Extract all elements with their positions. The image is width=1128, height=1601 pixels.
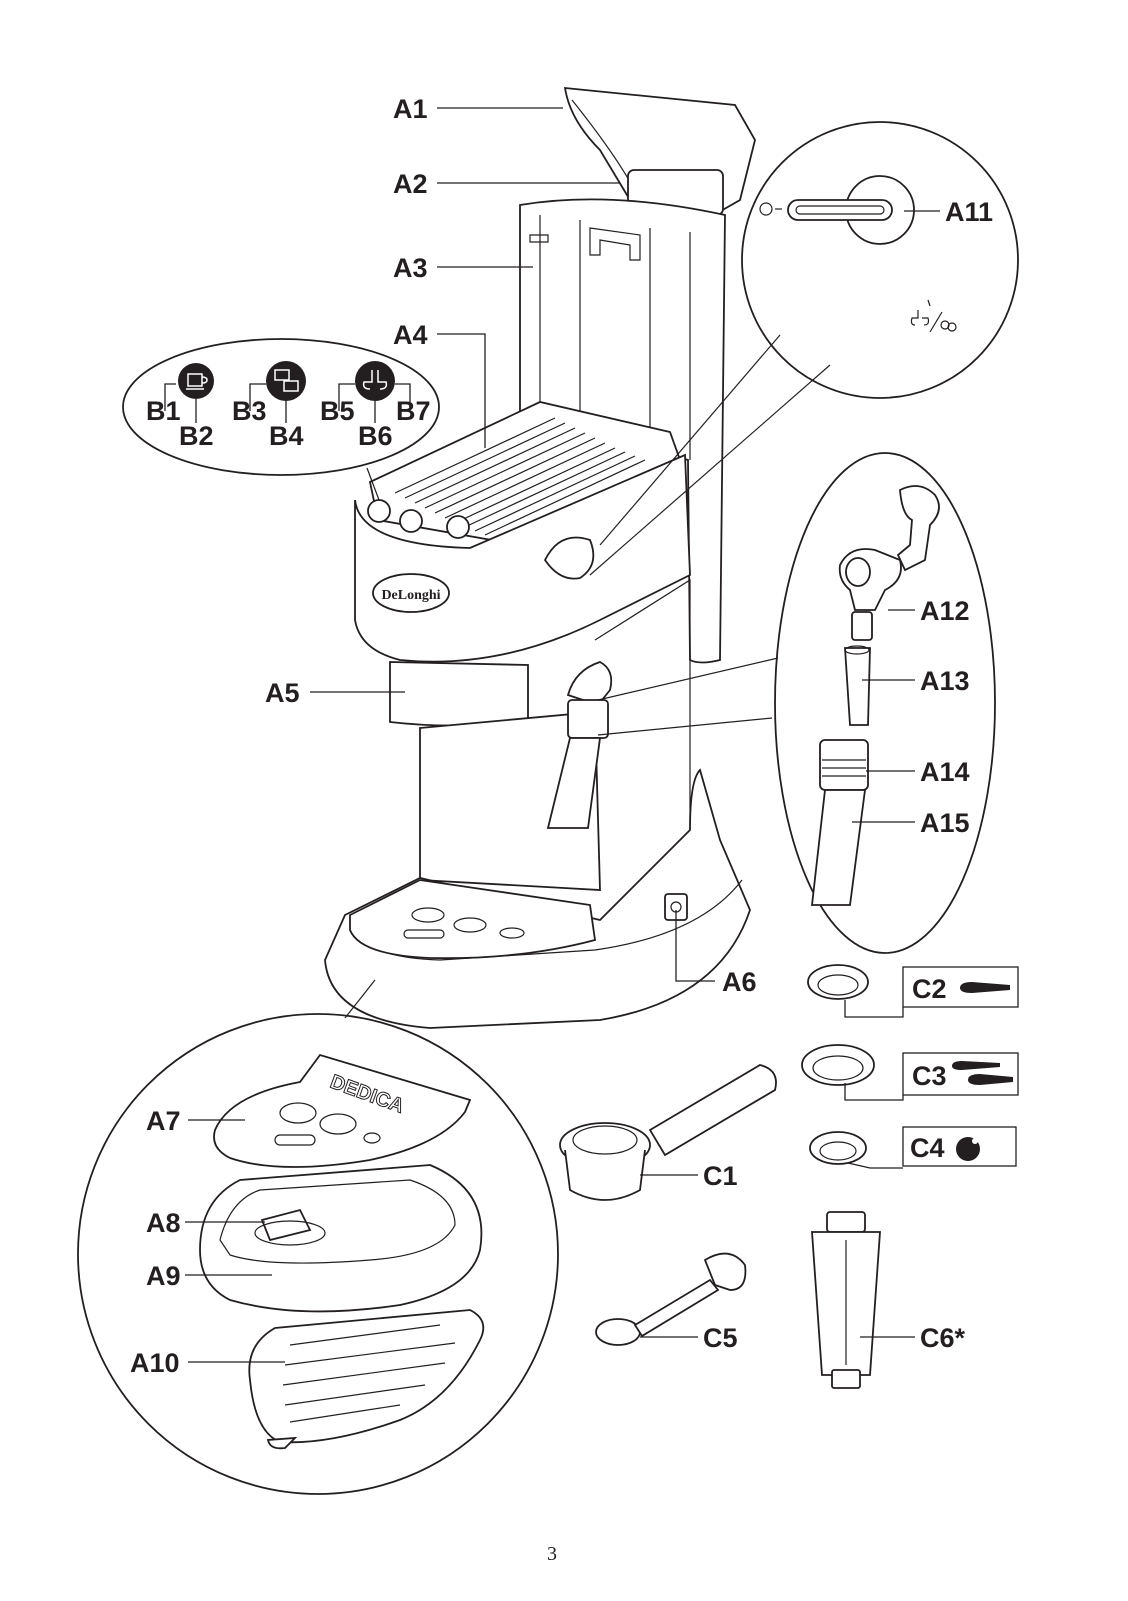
steam-wand-callout	[597, 452, 996, 954]
label-C4: C4	[910, 1133, 945, 1163]
label-B4: B4	[269, 421, 304, 451]
label-A1: A1	[393, 94, 428, 124]
coffee-scoop-icon	[960, 982, 1010, 993]
label-C3: C3	[912, 1061, 947, 1091]
label-B1: B1	[146, 396, 181, 426]
label-B5: B5	[320, 396, 355, 426]
cup-tray-grille	[394, 417, 646, 536]
brand-logo: DeLonghi	[381, 588, 440, 603]
page-number: 3	[547, 1543, 557, 1565]
steam-icon	[355, 361, 395, 401]
label-A2: A2	[393, 169, 428, 199]
filter-one-cup	[807, 964, 869, 1000]
espresso-machine-illustration: DeLonghi	[324, 86, 756, 1029]
label-A14: A14	[920, 757, 970, 787]
steam-hot-water-icon	[910, 299, 957, 333]
label-A6: A6	[722, 967, 757, 997]
label-A4: A4	[393, 320, 428, 350]
steam-knob-callout	[589, 121, 1019, 576]
label-B7: B7	[396, 396, 431, 426]
label-A11: A11	[945, 197, 993, 227]
drip-tray-callout: DEDICA	[77, 979, 559, 1495]
c2-label-box	[902, 966, 1019, 1008]
c3-label-box	[902, 1052, 1019, 1096]
label-A3: A3	[393, 253, 428, 283]
label-B2: B2	[179, 421, 214, 451]
label-A9: A9	[146, 1261, 181, 1291]
filter-two-cups	[801, 1044, 875, 1086]
label-A15: A15	[920, 808, 970, 838]
part-labels: A1 A2 A3 A4 A5 A6 A7 A8 A9 A10 A11 A12 A…	[130, 94, 993, 1378]
measuring-scoop-tamper	[595, 1252, 747, 1346]
label-A7: A7	[146, 1106, 181, 1136]
label-C6: C6*	[920, 1323, 966, 1353]
portafilter	[559, 1064, 777, 1201]
leader-lines	[185, 107, 940, 1363]
c4-label-box	[902, 1126, 1017, 1167]
label-A10: A10	[130, 1348, 180, 1378]
label-C2: C2	[912, 974, 947, 1004]
label-B3: B3	[232, 396, 267, 426]
label-A8: A8	[146, 1208, 181, 1238]
filter-pod	[809, 1131, 867, 1165]
drip-grid-slots	[282, 1324, 456, 1423]
control-panel-callout	[122, 338, 440, 501]
water-filter-cartridge	[811, 1211, 881, 1389]
one-cup-icon	[178, 363, 214, 399]
label-A5: A5	[265, 678, 300, 708]
label-B6: B6	[358, 421, 393, 451]
label-C5: C5	[703, 1323, 738, 1353]
label-C1: C1	[703, 1161, 738, 1191]
label-A13: A13	[920, 666, 970, 696]
label-A12: A12	[920, 596, 970, 626]
